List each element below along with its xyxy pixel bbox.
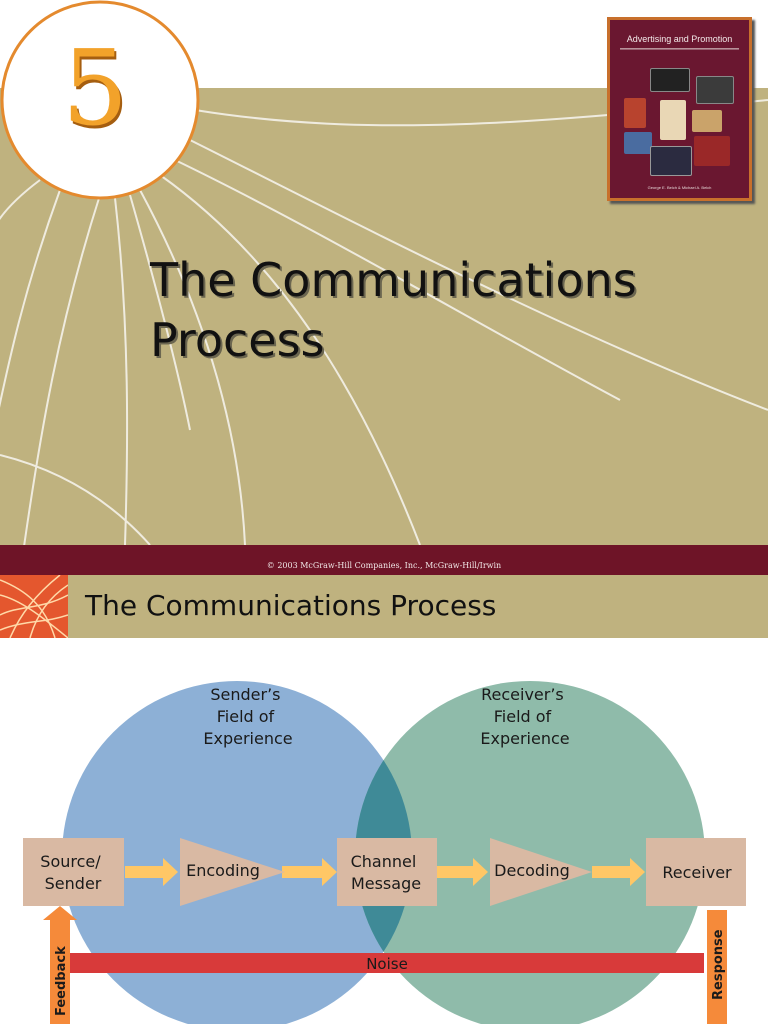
diagram-slide-title: The Communications Process (85, 589, 497, 622)
flow-arrow (282, 858, 337, 886)
book-title: Advertising and Promotion (626, 34, 733, 44)
book-cover-photo (696, 76, 734, 104)
decorative-corner-lines (0, 575, 68, 638)
decoding-label: Decoding (494, 861, 570, 880)
receiver-label: Receiver (662, 863, 732, 882)
channel-message-label: Channel Message (351, 852, 422, 893)
book-cover: Advertising and Promotion George E. Belc… (607, 17, 752, 201)
feedback-arrow (43, 906, 77, 1024)
encoding-label: Encoding (186, 861, 260, 880)
feedback-label: Feedback (54, 946, 69, 1016)
flow-arrow (437, 858, 488, 886)
slide-header (0, 575, 768, 638)
book-authors: George E. Belch & Michael A. Belch (647, 185, 712, 190)
copyright-text: © 2003 McGraw-Hill Companies, Inc., McGr… (266, 561, 502, 570)
slide-title-line-2: Process (150, 313, 325, 367)
flow-arrow (125, 858, 178, 886)
book-cover-photo (650, 68, 690, 92)
slide-title: The Communications Process (150, 250, 750, 370)
title-slide: 5 Advertising and Promotion George E. Be… (0, 0, 768, 575)
flow-arrows (125, 858, 645, 886)
chapter-circle (0, 0, 200, 200)
noise-label: Noise (366, 955, 408, 973)
noise-bar (68, 953, 704, 973)
book-cover-photo (694, 136, 730, 166)
decoding-shape (490, 838, 592, 906)
channel-message-box (337, 838, 437, 906)
header-corner-graphic (0, 575, 68, 638)
flow-arrow (592, 858, 645, 886)
source-sender-box (23, 838, 124, 906)
receiver-box (646, 838, 746, 906)
decorative-radial-lines (0, 0, 768, 546)
footer-bar (0, 545, 768, 575)
book-cover-photo (692, 110, 722, 132)
sender-field-label: Sender’s Field of Experience (203, 685, 292, 748)
book-cover-photo (624, 98, 646, 128)
encoding-shape (180, 838, 285, 906)
response-label: Response (711, 929, 726, 1000)
book-cover-photo (624, 132, 652, 154)
communications-process-diagram: Sender’s Field of Experience Receiver’s … (23, 681, 746, 1024)
receiver-field-label: Receiver’s Field of Experience (480, 685, 569, 748)
book-cover-photo (650, 146, 692, 176)
book-cover-photo (660, 100, 686, 140)
response-arrow (707, 910, 727, 1024)
chapter-number: 5 (62, 27, 129, 149)
diagram-slide: The Communications Process Sender’s Fiel… (0, 575, 768, 1024)
sender-field-circle (62, 681, 412, 1024)
source-sender-label: Source/ Sender (40, 852, 105, 893)
book-subtitle-lines (620, 48, 739, 50)
slide-title-line-1: The Communications (150, 253, 637, 307)
